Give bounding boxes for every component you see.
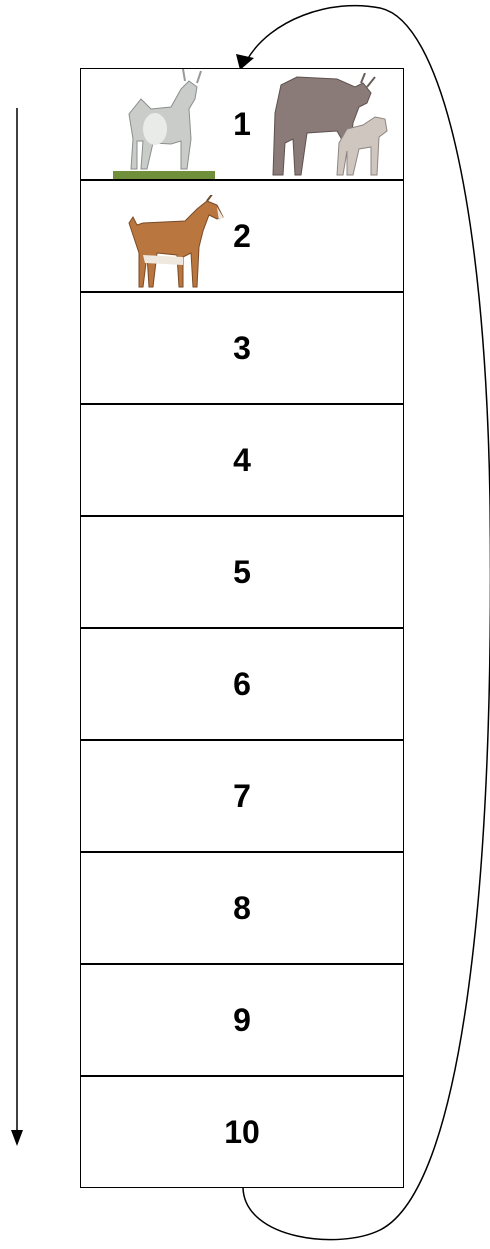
cell-label-4: 4 (81, 405, 403, 515)
sequence-cell-3: 3 (80, 292, 404, 404)
sequence-cell-5: 5 (80, 516, 404, 628)
sequence-cell-10: 10 (80, 1076, 404, 1188)
sequence-cell-9: 9 (80, 964, 404, 1076)
sequence-cell-6: 6 (80, 628, 404, 740)
cell-label-7: 7 (81, 741, 403, 851)
down-arrow-head (11, 1130, 23, 1146)
cell-label-8: 8 (81, 853, 403, 963)
sequence-cell-4: 4 (80, 404, 404, 516)
cell-label-9: 9 (81, 965, 403, 1075)
sequence-cell-1: 1 (80, 68, 404, 180)
brown-goat-icon (123, 195, 225, 291)
cell-label-6: 6 (81, 629, 403, 739)
sequence-cell-7: 7 (80, 740, 404, 852)
sequence-cell-2: 2 (80, 180, 404, 292)
goat-nursing-kid-icon (267, 73, 393, 179)
cell-label-5: 5 (81, 517, 403, 627)
standing-goat-icon (111, 69, 221, 181)
cell-label-10: 10 (81, 1077, 403, 1187)
cell-label-3: 3 (81, 293, 403, 403)
sequence-cell-8: 8 (80, 852, 404, 964)
